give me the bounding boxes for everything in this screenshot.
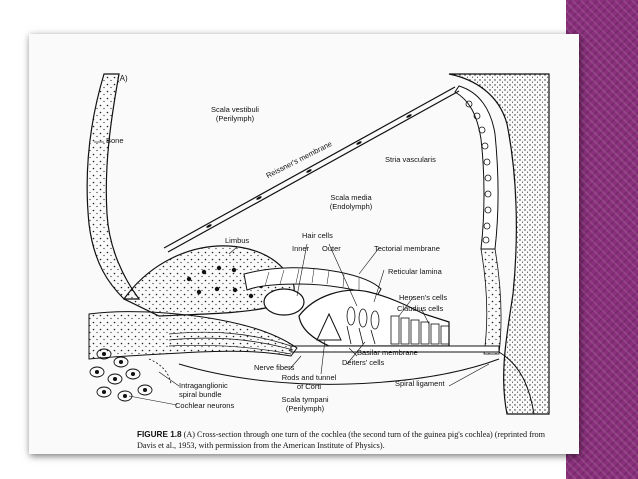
label-bone: Bone — [106, 137, 124, 146]
label-rods-tunnel: Rods and tunnel of Corti — [277, 374, 341, 391]
right-wall-stria — [449, 74, 549, 414]
label-scala-vestibuli: Scala vestibuli (Perilymph) — [200, 106, 270, 123]
osseous-spiral-lamina — [89, 312, 297, 359]
label-deiters-cells: Deiters' cells — [342, 359, 384, 368]
label-reticular-lamina: Reticular lamina — [388, 268, 442, 277]
label-scala-media-sub: (Endolymph) — [321, 203, 381, 212]
label-rods-tunnel-sub: of Corti — [277, 383, 341, 392]
figure-caption-label: FIGURE 1.8 — [137, 430, 182, 439]
intraganglionic-bundle — [149, 359, 171, 384]
label-intraganglionic-sub: spiral bundle — [179, 391, 228, 400]
label-cochlear-neurons: Cochlear neurons — [175, 402, 234, 411]
label-nerve-fibers: Nerve fibers — [254, 364, 294, 373]
inner-sulcus — [264, 289, 304, 315]
label-scala-media: Scala media (Endolymph) — [321, 194, 381, 211]
label-spiral-ligament: Spiral ligament — [395, 380, 445, 389]
spiral-ligament-outline — [481, 249, 501, 354]
figure-card: (A) Scala vestibuli (Perilymph) Bone Rei… — [29, 34, 579, 454]
label-inner: Inner — [292, 245, 309, 254]
stria-vascularis-layer — [455, 86, 498, 249]
label-scala-tympani: Scala tympani (Perilymph) — [275, 396, 335, 413]
figure-caption: FIGURE 1.8 (A) Cross-section through one… — [137, 430, 557, 451]
figure-caption-line1: (A) Cross-section through one turn of th… — [184, 430, 493, 439]
label-hair-cells: Hair cells — [302, 232, 333, 241]
label-scala-tympani-sub: (Perilymph) — [275, 405, 335, 414]
reissners-membrane-cells — [206, 113, 412, 228]
left-bone-wall — [87, 74, 139, 299]
label-stria-vascularis: Stria vascularis — [385, 156, 436, 165]
panel-label: (A) — [117, 74, 128, 83]
label-scala-vestibuli-sub: (Perilymph) — [200, 115, 270, 124]
label-limbus: Limbus — [225, 237, 249, 246]
label-intraganglionic: Intraganglionic spiral bundle — [179, 382, 228, 399]
label-hensens-cells: Hensen's cells — [399, 294, 447, 303]
label-tectorial-membrane: Tectorial membrane — [374, 245, 440, 254]
label-outer: Outer — [322, 245, 341, 254]
label-basilar-membrane: Basilar membrane — [357, 349, 418, 358]
label-claudius-cells: Claudius cells — [397, 305, 443, 314]
